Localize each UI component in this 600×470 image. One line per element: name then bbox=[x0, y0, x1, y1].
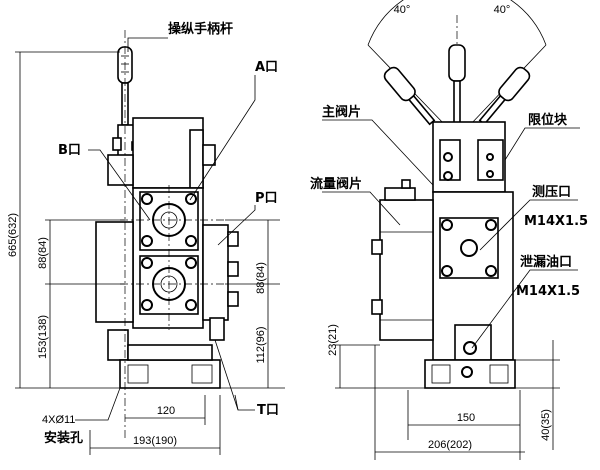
mount-hole-spec: 4XØ11 bbox=[42, 414, 75, 426]
dim-right-206: 206(202) bbox=[428, 439, 472, 451]
drain-port-label: 泄漏油口 bbox=[520, 254, 572, 270]
flow-valve-label: 流量阀片 bbox=[310, 176, 362, 192]
drain-port-hole bbox=[463, 341, 477, 355]
angle-arc bbox=[367, 0, 547, 46]
test-port-hole bbox=[460, 239, 478, 257]
mount-hole-label: 安装孔 bbox=[44, 430, 83, 446]
dim-right-40: 40(35) bbox=[540, 409, 552, 441]
dim-angle-left: 40° bbox=[394, 4, 411, 16]
handle-label: 操纵手柄杆 bbox=[168, 21, 233, 37]
test-port-label: 测压口 bbox=[532, 184, 571, 200]
base-plate bbox=[119, 359, 221, 389]
dim-left-88: 88(84) bbox=[37, 237, 49, 269]
limit-block-label: 限位块 bbox=[528, 112, 568, 128]
dim-left-153: 153(138) bbox=[37, 315, 49, 359]
dim-mid-88: 88(84) bbox=[255, 262, 267, 294]
dim-base-120: 120 bbox=[157, 405, 175, 417]
port-p-label: P口 bbox=[255, 191, 278, 206]
test-port-thread: M14X1.5 bbox=[524, 214, 588, 229]
dim-right-23: 23(21) bbox=[327, 324, 339, 356]
main-valve-label: 主阀片 bbox=[322, 104, 361, 120]
port-b-label: B口 bbox=[58, 143, 81, 158]
dim-right-150: 150 bbox=[457, 412, 475, 424]
drain-port-thread: M14X1.5 bbox=[516, 284, 580, 299]
left-side-block bbox=[95, 221, 134, 323]
port-a-label: A口 bbox=[255, 60, 278, 75]
dim-mid-112: 112(96) bbox=[255, 326, 267, 363]
port-t-label: T口 bbox=[257, 403, 279, 418]
side-view bbox=[322, 0, 580, 460]
dim-angle-right: 40° bbox=[494, 4, 511, 16]
flow-valve bbox=[379, 199, 434, 341]
front-view bbox=[15, 30, 285, 455]
dim-base-193: 193(190) bbox=[133, 435, 177, 447]
dim-left-height: 665(632) bbox=[7, 213, 19, 257]
